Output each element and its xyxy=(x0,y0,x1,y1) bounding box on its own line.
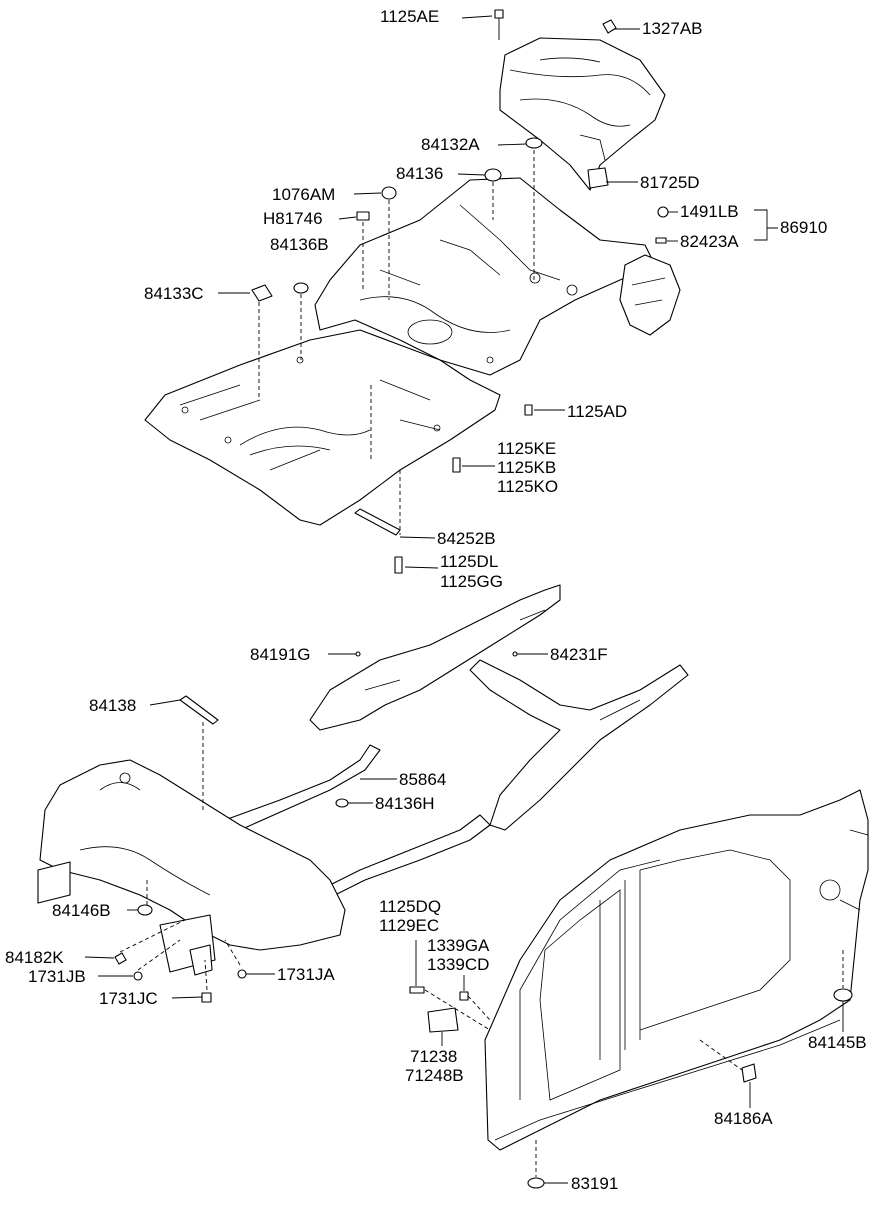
label-1491LB: 1491LB xyxy=(680,202,739,221)
label-1731JC: 1731JC xyxy=(99,989,158,1008)
label-84136: 84136 xyxy=(396,164,444,183)
label-1327AB: 1327AB xyxy=(642,19,703,38)
label-84138: 84138 xyxy=(89,696,137,715)
label-84191G: 84191G xyxy=(250,645,311,664)
front-floor-panel xyxy=(144,329,501,526)
label-84136B: 84136B xyxy=(270,235,329,254)
plug-84136H xyxy=(335,798,349,808)
pad-84186A xyxy=(741,1063,757,1083)
label-84182K: 84182K xyxy=(5,948,64,967)
label-1731JB: 1731JB xyxy=(28,967,86,986)
label-84136H: 84136H xyxy=(375,794,435,813)
label-84133C: 84133C xyxy=(144,284,204,303)
underbody-frame xyxy=(224,584,689,901)
label-84132A: 84132A xyxy=(421,135,480,154)
stay-84252B xyxy=(354,508,401,536)
pad-84182K xyxy=(114,952,127,965)
rear-side-bracket xyxy=(619,254,681,336)
front-side-member xyxy=(37,759,346,976)
nut-1731JC xyxy=(201,992,212,1003)
label-1125KO: 1125KO xyxy=(497,477,559,496)
brace-84138 xyxy=(179,695,219,725)
label-1339GA: 1339GA xyxy=(427,936,490,955)
plug-84132A xyxy=(525,137,543,149)
nut-1339GA xyxy=(459,991,469,1001)
bolt-1125KE xyxy=(452,457,461,473)
label-1125AD: 1125AD xyxy=(567,402,628,421)
plug-84145B xyxy=(833,988,853,1002)
plug-84146B xyxy=(137,904,153,916)
bracket-81725D xyxy=(587,167,609,189)
nut-1327AB xyxy=(602,19,617,34)
leader-lines xyxy=(84,15,844,1184)
label-85864: 85864 xyxy=(399,770,447,789)
bolt-1125DL xyxy=(394,556,403,574)
plug-83191 xyxy=(527,1177,545,1189)
label-84252B: 84252B xyxy=(437,529,496,548)
label-84231F: 84231F xyxy=(550,645,608,664)
label-71248B: 71248B xyxy=(405,1066,464,1085)
clip-1491LB xyxy=(657,206,669,218)
nut-1731JB xyxy=(133,971,143,981)
clip-84231F xyxy=(512,651,518,657)
fastener-1125AE xyxy=(494,9,504,40)
label-82423A: 82423A xyxy=(680,232,739,251)
label-83191: 83191 xyxy=(571,1174,619,1193)
label-71238: 71238 xyxy=(410,1047,458,1066)
label-81725D: 81725D xyxy=(640,173,700,192)
label-1125KE: 1125KE xyxy=(497,439,557,458)
grommet-84136 xyxy=(484,168,502,182)
label-84145B: 84145B xyxy=(808,1033,867,1052)
label-H81746: H81746 xyxy=(263,209,323,228)
label-1125DQ: 1125DQ xyxy=(379,897,442,916)
body-side-outer-panel xyxy=(484,789,869,1151)
bracket-71238 xyxy=(427,1007,459,1033)
center-floor-panel xyxy=(314,177,656,376)
label-86910: 86910 xyxy=(780,218,828,237)
plug-H81746 xyxy=(356,211,370,221)
cover-84133C xyxy=(251,284,273,302)
rear-floor-panel xyxy=(499,37,666,191)
label-84186A: 84186A xyxy=(714,1109,773,1128)
label-1129EC: 1129EC xyxy=(379,916,440,935)
label-84146B: 84146B xyxy=(52,901,111,920)
plug-84136B xyxy=(293,282,309,294)
label-1125AE: 1125AE xyxy=(380,7,440,26)
bolt-1125DQ xyxy=(409,986,425,994)
plug-1076AM xyxy=(381,186,397,200)
label-1125KB: 1125KB xyxy=(497,458,557,477)
clip-84191G xyxy=(355,651,361,657)
label-1076AM: 1076AM xyxy=(272,185,336,204)
label-1125GG: 1125GG xyxy=(440,572,504,591)
bolt-1125AD xyxy=(524,404,533,416)
label-1125DL: 1125DL xyxy=(440,552,499,571)
label-1731JA: 1731JA xyxy=(277,965,335,984)
label-1339CD: 1339CD xyxy=(427,955,490,974)
nut-1731JA xyxy=(237,969,247,979)
washer-82423A xyxy=(655,237,667,244)
